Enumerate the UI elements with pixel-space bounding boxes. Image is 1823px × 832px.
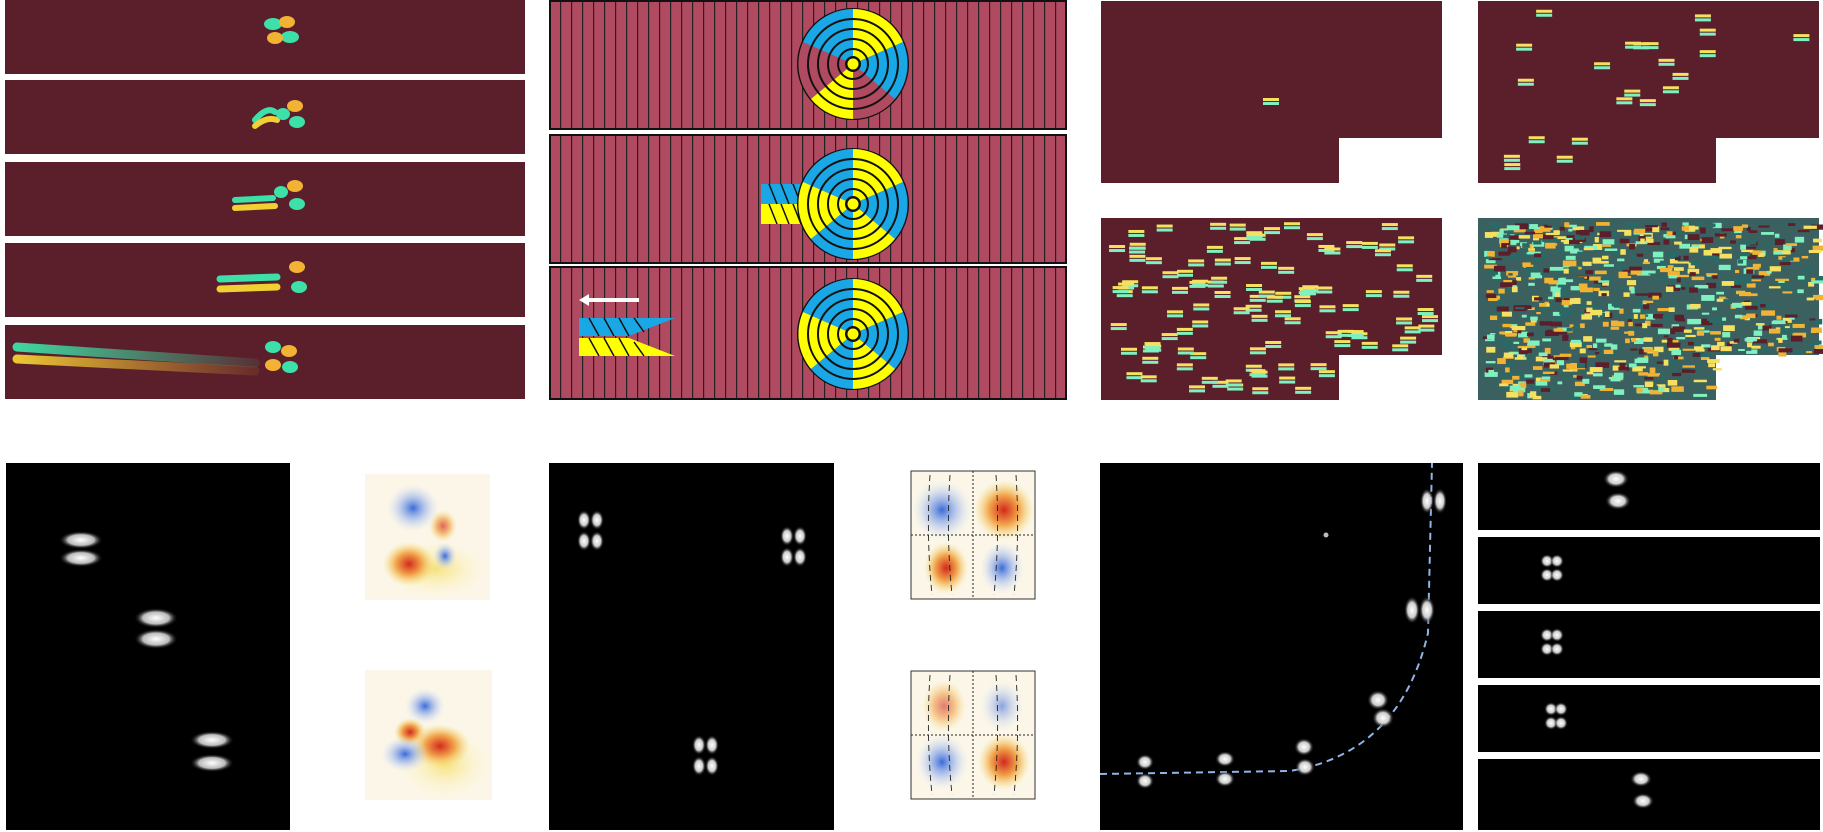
panel-i-strips <box>1478 463 1820 830</box>
panel-h-art <box>1100 463 1447 789</box>
panel-a-frame-1 <box>5 0 525 74</box>
schematic-frame-2 <box>549 134 1067 264</box>
panel-g-quadrant-maps <box>910 470 1038 804</box>
panel-a-frame-5 <box>5 325 525 399</box>
schematic-frame-3 <box>549 266 1067 400</box>
frame-1-art <box>264 16 299 44</box>
frame-5-art <box>12 341 298 376</box>
panel-c-art <box>1101 1 1823 400</box>
panel-b-art <box>549 0 1067 400</box>
frame-4-art <box>216 261 307 293</box>
panel-b-schematics <box>549 0 1067 400</box>
panel-g-art <box>910 470 1036 800</box>
panel-d-art <box>59 531 234 772</box>
frame-2-art <box>252 100 305 129</box>
panel-i-art <box>1478 463 1820 830</box>
panel-a-frame-2 <box>5 80 525 154</box>
panel-e-heatmaps <box>365 474 493 804</box>
panel-e-art <box>365 474 493 800</box>
panel-h-trajectory <box>1100 463 1463 830</box>
panel-a-frame-3 <box>5 162 525 236</box>
panel-d-particle-frame <box>6 463 290 830</box>
schematic-frame-1 <box>549 0 1067 130</box>
frame-3-art <box>232 180 305 211</box>
panel-c-density-frames <box>1100 0 1823 400</box>
panel-f-art <box>577 510 807 776</box>
panel-a-frame-4 <box>5 243 525 317</box>
panel-a-time-lapse <box>5 0 525 400</box>
panel-f-particle-frame <box>549 463 834 830</box>
